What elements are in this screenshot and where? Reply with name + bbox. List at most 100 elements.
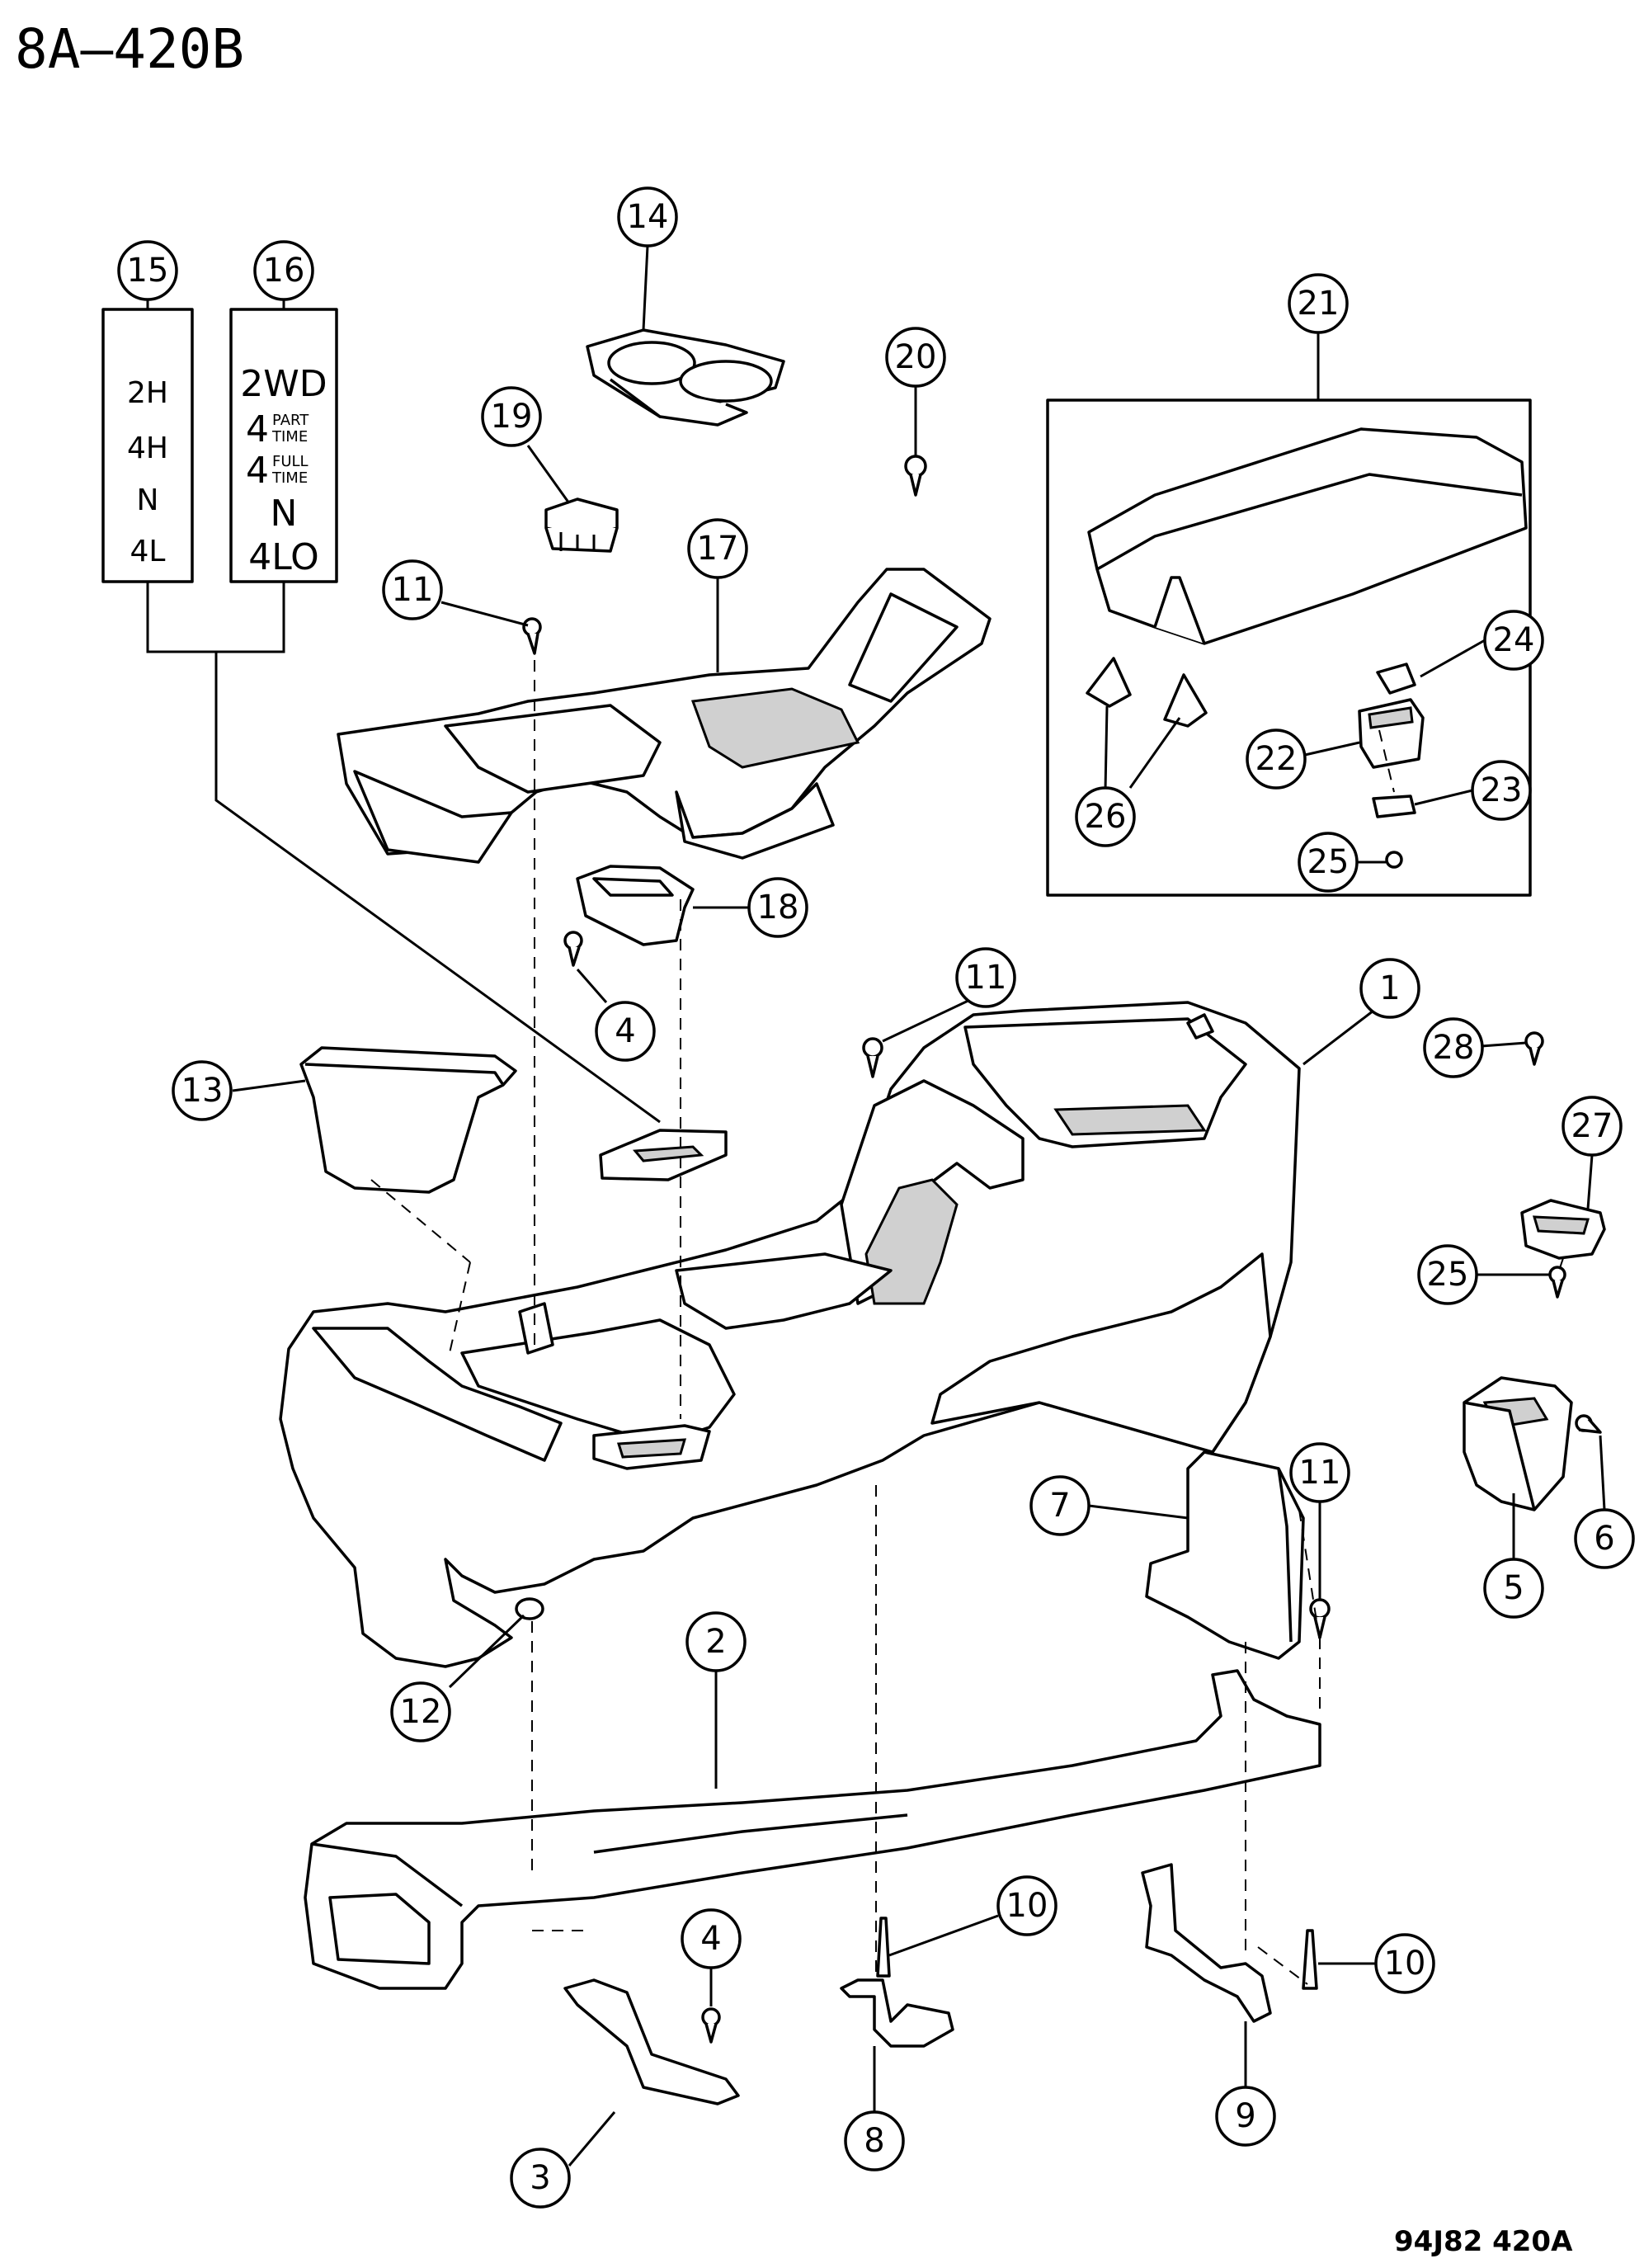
svg-text:12: 12 [400, 1693, 442, 1731]
diagram-code: 94J82 420A [1394, 2225, 1573, 2258]
screw-11-top [522, 617, 542, 655]
svg-text:2: 2 [705, 1623, 726, 1661]
callout-4-bottom: 4 [681, 1908, 742, 1969]
callout-6: 6 [1574, 1508, 1635, 1569]
svg-text:11: 11 [1299, 1454, 1341, 1492]
screw-6 [1575, 1414, 1602, 1434]
callout-11-top: 11 [382, 559, 443, 620]
rear-bracket [1145, 1450, 1305, 1660]
callout-12: 12 [390, 1681, 451, 1742]
callout-1: 1 [1359, 958, 1420, 1019]
callout-23: 23 [1471, 760, 1532, 821]
svg-text:11: 11 [965, 959, 1007, 997]
callout-13: 13 [172, 1060, 233, 1121]
bracket-8 [840, 1978, 954, 2048]
callout-25-kit: 25 [1298, 832, 1359, 893]
screw-11-right [1309, 1598, 1331, 1639]
callout-14: 14 [617, 186, 678, 248]
callout-16: 16 [253, 240, 314, 301]
svg-text:5: 5 [1503, 1569, 1524, 1607]
svg-text:24: 24 [1493, 621, 1535, 659]
label-4h: 4H [127, 431, 168, 465]
callout-5: 5 [1483, 1558, 1544, 1619]
label-4lo: 4LO [248, 536, 319, 578]
svg-text:7: 7 [1049, 1487, 1070, 1525]
callout-26: 26 [1075, 786, 1136, 847]
label-2wd: 2WD [240, 363, 327, 405]
screw-28 [1524, 1031, 1544, 1066]
screw-4-bottom [701, 2007, 721, 2044]
label-2h: 2H [127, 376, 168, 410]
callout-22: 22 [1246, 728, 1307, 790]
svg-text:4: 4 [700, 1920, 721, 1958]
label-time-2: TIME [271, 469, 308, 487]
clip-27 [1520, 1199, 1606, 1260]
callout-11-right: 11 [1289, 1442, 1350, 1503]
svg-text:6: 6 [1594, 1520, 1614, 1558]
svg-text:9: 9 [1235, 2097, 1255, 2135]
svg-text:26: 26 [1085, 798, 1127, 836]
callout-24: 24 [1483, 610, 1544, 671]
svg-text:19: 19 [491, 398, 533, 436]
callout-2: 2 [685, 1611, 747, 1672]
air-duct [304, 1669, 1321, 1990]
ash-tray [576, 865, 695, 946]
svg-text:23: 23 [1481, 771, 1523, 809]
callout-21: 21 [1288, 273, 1349, 334]
callout-4-top: 4 [595, 1001, 656, 1062]
label-time-1: TIME [271, 428, 308, 446]
svg-text:21: 21 [1298, 285, 1340, 323]
label-part: PART [272, 412, 309, 429]
svg-text:10: 10 [1384, 1945, 1426, 1983]
switch [544, 497, 619, 553]
clip-12 [515, 1597, 544, 1620]
callout-8: 8 [844, 2110, 905, 2171]
screw-4-top [563, 931, 583, 967]
svg-text:8: 8 [864, 2122, 884, 2160]
svg-text:27: 27 [1571, 1107, 1613, 1145]
callout-20: 20 [885, 327, 946, 388]
callout-19: 19 [481, 386, 542, 447]
label-n: N [137, 483, 159, 517]
shift-label-plate-2wd-4lo: 2WD 4 PART TIME 4 FULL TIME N 4LO [229, 308, 338, 583]
callout-10-right: 10 [1374, 1933, 1435, 1994]
main-console [279, 1001, 1301, 1668]
upper-console-tray [337, 568, 992, 864]
callout-11-console: 11 [955, 947, 1016, 1008]
svg-text:1: 1 [1379, 969, 1400, 1007]
svg-text:18: 18 [757, 889, 799, 927]
svg-text:28: 28 [1433, 1029, 1475, 1067]
svg-text:25: 25 [1427, 1256, 1469, 1294]
callout-3: 3 [510, 2148, 571, 2209]
callout-27: 27 [1562, 1096, 1623, 1157]
bracket-9 [1141, 1863, 1272, 2023]
svg-text:25: 25 [1307, 843, 1350, 881]
label-n-2: N [271, 493, 298, 535]
callout-28: 28 [1423, 1017, 1484, 1078]
pin-10-left [876, 1917, 891, 1978]
shift-indicator-bezel [599, 1129, 728, 1181]
svg-text:4: 4 [615, 1012, 635, 1050]
svg-text:17: 17 [697, 530, 739, 568]
callout-10-left: 10 [996, 1875, 1058, 1936]
svg-text:16: 16 [263, 252, 305, 290]
svg-text:3: 3 [530, 2159, 550, 2197]
shift-label-plate-2h-4h: 2H 4H N 4L [101, 308, 194, 583]
svg-text:22: 22 [1255, 740, 1298, 778]
callout-25-right: 25 [1417, 1244, 1478, 1305]
callout-9: 9 [1215, 2086, 1276, 2147]
svg-text:10: 10 [1006, 1887, 1048, 1925]
screw-25-right [1548, 1266, 1566, 1299]
svg-text:20: 20 [895, 338, 937, 376]
diagram-title: 8A–420B [15, 17, 244, 81]
screw-11-console [862, 1037, 883, 1078]
label-4-full: 4 [246, 450, 269, 492]
callout-18: 18 [747, 877, 808, 938]
storage-bin [299, 1046, 517, 1194]
callout-15: 15 [117, 240, 178, 301]
svg-text:11: 11 [392, 571, 434, 609]
rear-outlet [1463, 1376, 1573, 1511]
label-4l: 4L [130, 535, 166, 568]
bracket-3 [563, 1978, 740, 2105]
